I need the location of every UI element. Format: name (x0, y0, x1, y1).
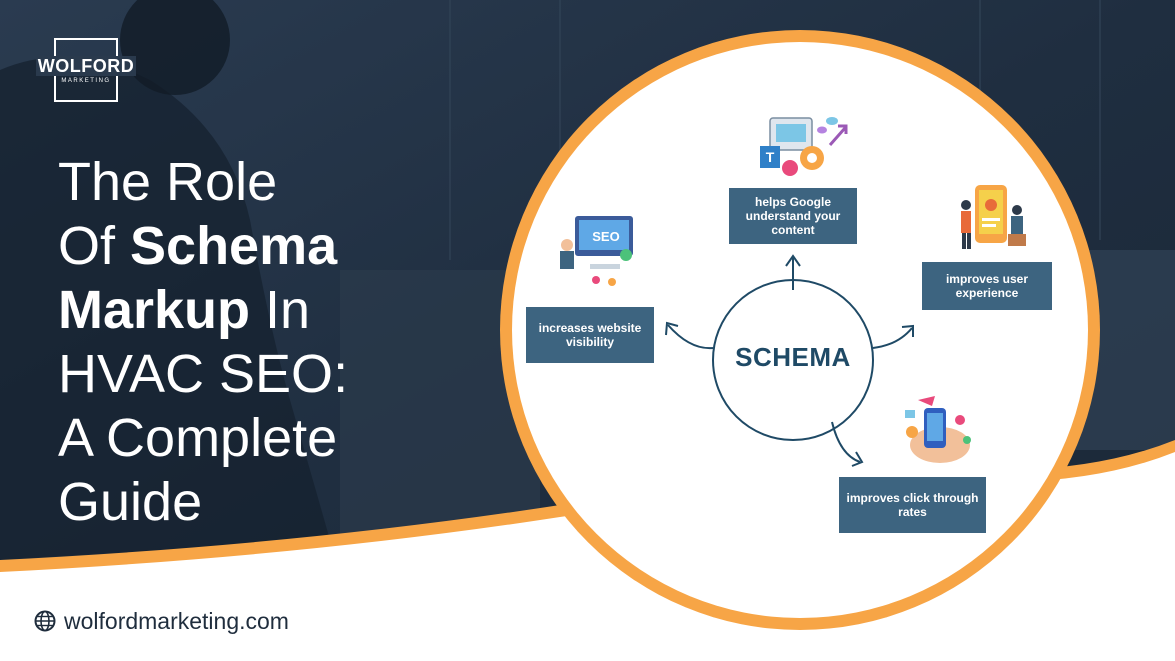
technician-head (120, 0, 230, 95)
arrow-left-head (665, 321, 679, 336)
benefit-label-user-experience: improves user experience (922, 262, 1052, 310)
logo-wordmark: WOLFORD (35, 56, 137, 76)
website-url[interactable]: wolfordmarketing.com (64, 607, 289, 634)
user-experience-illustration (961, 185, 1026, 249)
diagram-white-disc (512, 42, 1088, 618)
arrow-right (872, 327, 913, 349)
benefit-label-click-through: improves click through rates (839, 477, 986, 533)
title-line-3: Markup In (58, 280, 311, 340)
title-line-5: A Complete (58, 408, 338, 468)
arrow-bottom (831, 421, 861, 463)
arrow-bottom-head (851, 451, 864, 467)
arrow-top-head (785, 254, 801, 267)
logo-tagline: MARKETING (61, 78, 111, 84)
connector-arrows (665, 254, 914, 467)
benefit-label-visibility: increases website visibility (526, 307, 654, 363)
svg-text:SEO: SEO (592, 229, 619, 244)
title-line-2: Of Schema (58, 216, 338, 276)
arrow-right-head (901, 324, 914, 337)
website-footer[interactable]: wolfordmarketing.com (34, 606, 289, 636)
benefit-label-google: helps Google understand your content (729, 188, 857, 244)
title-line-4: HVAC SEO: (58, 344, 349, 404)
technician-silhouette (0, 57, 330, 561)
wolford-logo: WOLFORD MARKETING (32, 38, 140, 104)
arrow-left (667, 324, 714, 350)
content-illustration: T (760, 117, 848, 176)
title-line-6: Guide (58, 472, 203, 532)
globe-icon (34, 610, 56, 632)
svg-text:T: T (766, 149, 775, 165)
schema-center-label: SCHEMA (735, 342, 851, 372)
seo-illustration: SEO (560, 216, 633, 286)
click-through-illustration (905, 396, 971, 463)
page-title: The Role Of Schema Markup In HVAC SEO: A… (58, 150, 458, 534)
title-line-1: The Role (58, 152, 278, 212)
